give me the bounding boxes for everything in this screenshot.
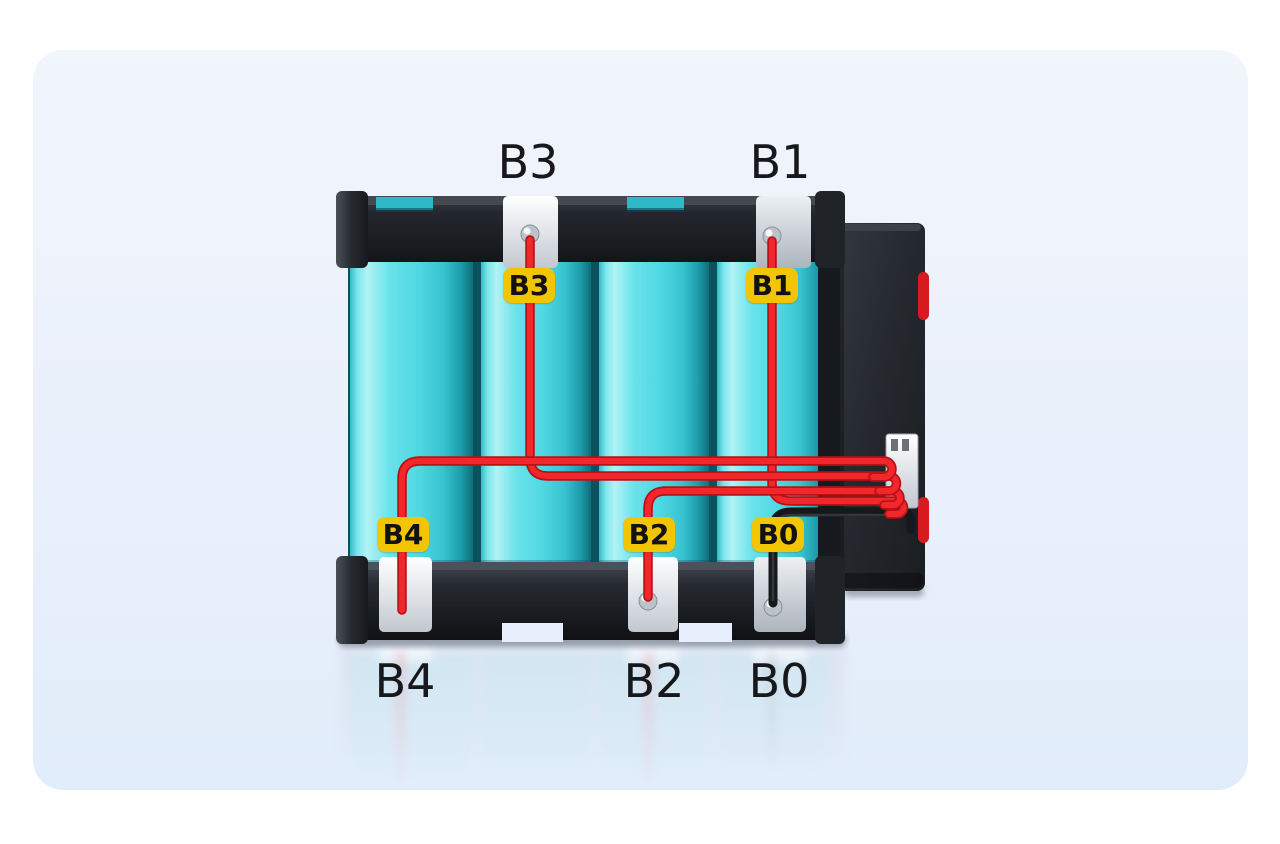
terminal-label-b4-bottom: B4	[374, 654, 436, 708]
wire-tag-b1: B1	[746, 268, 798, 303]
wire-tag-b0: B0	[752, 517, 804, 552]
bms-box	[838, 223, 929, 591]
balance-wires	[397, 235, 916, 615]
wire-tag-b4: B4	[377, 517, 429, 552]
terminal-label-b3-top: B3	[497, 135, 559, 189]
terminal-label-b1-top: B1	[749, 135, 811, 189]
top-holder-frame	[336, 191, 845, 268]
wire-tag-b3: B3	[503, 268, 555, 303]
terminal-label-b2-bottom: B2	[623, 654, 685, 708]
pack-reflection	[340, 645, 845, 787]
bms-red-accent	[918, 497, 929, 543]
terminal-label-b0-bottom: B0	[748, 654, 810, 708]
wire-tag-b2: B2	[623, 517, 675, 552]
terminal-tab-b0	[754, 557, 806, 632]
bms-red-accent	[918, 272, 929, 320]
